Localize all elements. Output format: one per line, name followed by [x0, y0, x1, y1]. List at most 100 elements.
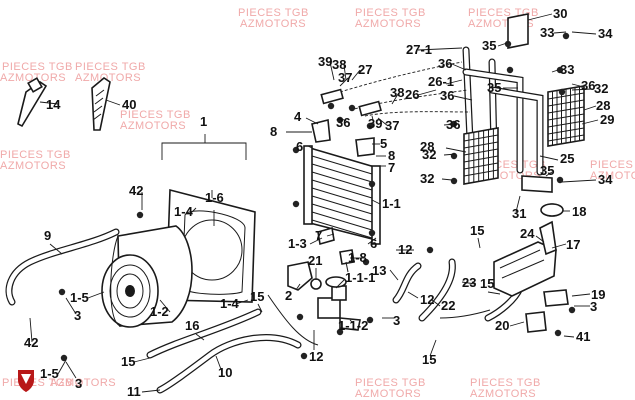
screw [300, 352, 308, 360]
watermark-text: AZMOTORS [355, 388, 421, 400]
part-hose-9 [5, 228, 120, 306]
callout-label: 36 [446, 117, 460, 132]
watermark-text: AZMOTORS [0, 72, 66, 84]
watermark-text: AZMOTORS [470, 388, 536, 400]
part-hose-13 [392, 262, 422, 304]
callout-label: 6 [370, 236, 377, 251]
watermark-text: PIECES TGB [590, 159, 635, 171]
callout-label: 41 [576, 329, 590, 344]
watermark-text: PIECES TGB [470, 377, 541, 389]
callout-label: 2 [285, 288, 292, 303]
callout-label: 11 [127, 384, 141, 399]
callout-label: 35 [540, 163, 554, 178]
callout-label: 36 [336, 115, 350, 130]
callout-label: 15 [470, 223, 484, 238]
watermark-text: AZMOTORS [355, 18, 421, 30]
screw [336, 328, 344, 336]
screw [506, 66, 514, 74]
fasteners [58, 32, 576, 362]
callout-label: 42 [24, 335, 38, 350]
screw [296, 313, 304, 321]
callout-label: 14 [46, 97, 61, 112]
screw [366, 316, 374, 324]
callout-label: 37 [385, 118, 399, 133]
callout-label: 15 [422, 352, 436, 367]
callout-label: 1 [200, 114, 207, 129]
screw [556, 176, 564, 184]
callout-label: 1-8 [348, 250, 367, 265]
callout-label: 16 [185, 318, 199, 333]
screw [368, 180, 376, 188]
callout-label: 10 [218, 365, 232, 380]
watermark-text: PIECES TGB [75, 61, 146, 73]
leader-lines [29, 13, 599, 393]
screw [327, 102, 335, 110]
part-expansion-tank [493, 203, 563, 297]
callout-label: 13 [372, 263, 386, 278]
screw [556, 66, 564, 74]
callout-label: 3 [393, 313, 400, 328]
screw [368, 229, 376, 237]
callout-label: 28 [420, 139, 434, 154]
callout-label: 1-3 [288, 236, 307, 251]
part-cable-tie-40 [91, 77, 111, 131]
screw [554, 329, 562, 337]
callout-label: 20 [495, 318, 509, 333]
callout-label: 7 [388, 160, 395, 175]
callout-label: 32 [420, 171, 434, 186]
screw [426, 246, 434, 254]
callout-label: 8 [270, 124, 277, 139]
watermark-text: PIECES TGB [355, 7, 426, 19]
callout-label: 1-4 [220, 296, 240, 311]
callout-label: 35 [487, 80, 501, 95]
callout-label: 28 [596, 98, 610, 113]
part-cooler-grill-right [547, 85, 585, 147]
screw [292, 200, 300, 208]
callout-label: 1-5 [70, 290, 89, 305]
callout-label: 25 [560, 151, 574, 166]
callout-label: 30 [553, 6, 567, 21]
screw [136, 211, 144, 219]
part-cooler-pipes [462, 13, 553, 193]
callout-label: 3 [75, 376, 82, 391]
callout-label: 36 [438, 56, 452, 71]
callout-label: 7 [315, 228, 322, 243]
callout-label: 26 [405, 87, 419, 102]
part-hose-10 [156, 334, 302, 394]
callout-label: 19 [591, 287, 605, 302]
callout-label: 5 [380, 136, 387, 151]
callout-label: 3 [74, 308, 81, 323]
callout-label: 39 [318, 54, 332, 69]
callout-label: 26-1 [428, 74, 454, 89]
part-cooler-grill-left [463, 127, 499, 185]
screw [60, 354, 68, 362]
screw [558, 88, 566, 96]
watermark-text: PIECES TGB [238, 7, 309, 19]
callout-label: 36 [581, 78, 595, 93]
part-hose-16 [146, 308, 262, 359]
watermark-text: PIECES TGB [2, 61, 73, 73]
callout-label: 32 [594, 81, 608, 96]
part-fan-switch [339, 249, 355, 273]
callout-label: 1-1-1 [345, 270, 375, 285]
part-hose-23 [418, 258, 456, 322]
screw [348, 104, 356, 112]
part-radiator-core [303, 145, 381, 245]
screw [366, 122, 374, 130]
part-filler-neck [317, 276, 361, 331]
part-bracket-2 [287, 261, 313, 291]
callout-label: 15 [480, 276, 494, 291]
callout-label: 33 [560, 62, 574, 77]
callout-label: 38 [390, 85, 404, 100]
callout-label: 40 [122, 97, 136, 112]
callout-label: 34 [598, 26, 613, 41]
callout-label: 1-4 [174, 204, 194, 219]
screw [58, 288, 66, 296]
callout-label: 12 [309, 349, 323, 364]
callout-label: 9 [44, 228, 51, 243]
watermark-text: AZMOTORS [240, 18, 306, 30]
callout-label: 33 [540, 25, 554, 40]
screw [362, 258, 370, 266]
watermark-text: AZMOTORS [75, 72, 141, 84]
callout-label: 1-6 [205, 190, 224, 205]
